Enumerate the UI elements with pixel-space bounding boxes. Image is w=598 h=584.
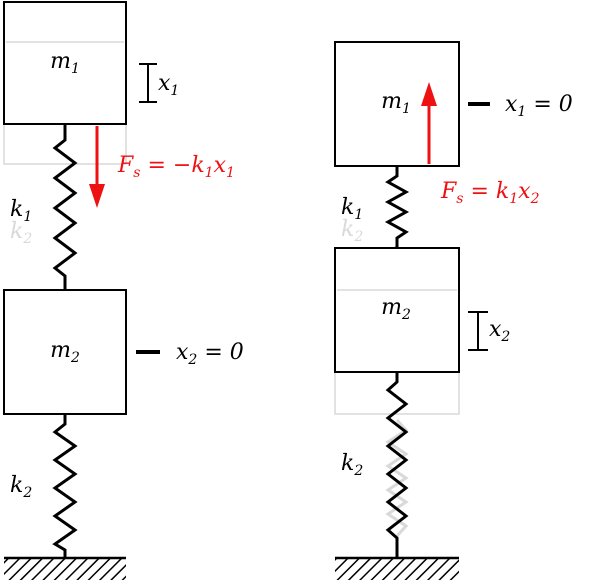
right-mass2-label: m2: [381, 295, 411, 323]
left-spring1-label: k1: [10, 197, 32, 225]
left-spring-k2: [52, 414, 78, 558]
left-spring1-ghost-label: k2: [10, 219, 32, 247]
right-ground-hatch: [335, 558, 459, 580]
right-eq1-label: x1 = 0: [505, 92, 573, 120]
left-spring-k1: [52, 124, 78, 290]
left-mass2: [3, 289, 127, 415]
left-mass1: [3, 1, 127, 125]
left-spring2-label: k2: [10, 473, 32, 501]
right-displacement-bracket: [468, 311, 488, 351]
right-spring-k2: [385, 372, 409, 558]
right-spring-k2-ghost: [385, 418, 409, 538]
right-mass2: [334, 247, 460, 373]
right-system: m1 m2 k1 k2 k2 x1 = 0 x2 Fs = k1x2: [334, 41, 573, 580]
right-force-label: Fs = k1x2: [440, 179, 540, 207]
right-force-arrow-head: [421, 82, 437, 106]
left-displacement-bracket: [139, 63, 157, 103]
left-system: m1 m2 k1 k2 k2 x1 x2 = 0 Fs = −k1x1: [3, 1, 244, 580]
left-ground-hatch: [4, 558, 126, 580]
left-mass1-label: m1: [50, 49, 80, 77]
right-mass1-label: m1: [381, 89, 411, 117]
left-eq2-label: x2 = 0: [176, 340, 244, 368]
left-mass2-label: m2: [50, 338, 80, 366]
right-spring1-ghost-label: k2: [341, 217, 363, 245]
left-force-label: Fs = −k1x1: [117, 153, 235, 181]
left-force-arrow-head: [89, 184, 105, 208]
right-disp2-label: x2: [489, 317, 510, 345]
left-disp1-label: x1: [158, 71, 179, 99]
right-spring2-label: k2: [341, 451, 363, 479]
right-spring1-label: k1: [341, 195, 363, 223]
right-mass1: [334, 41, 460, 167]
right-spring-k1: [384, 166, 410, 248]
